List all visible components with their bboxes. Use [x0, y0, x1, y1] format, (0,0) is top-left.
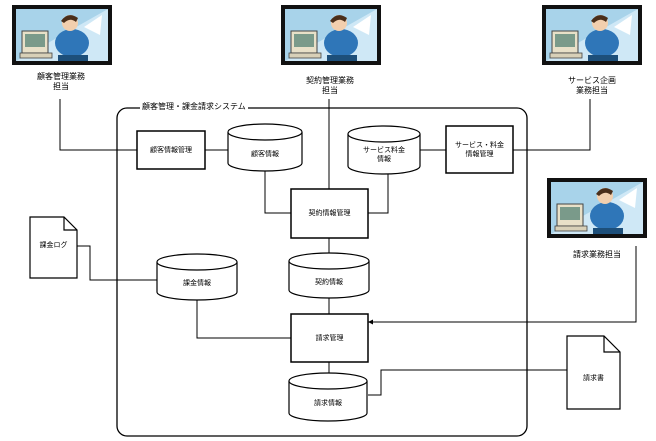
contract-actor-label: 契約管理業務 担当 — [270, 76, 390, 96]
customer-actor-label-line1: 顧客管理業務 — [37, 72, 85, 81]
service-fee-info-label: サービス料金 情報 — [363, 146, 405, 163]
customer-info-label: 顧客情報 — [251, 149, 279, 158]
service-fee-mgmt-label: サービス・料金 情報管理 — [455, 140, 504, 158]
line-billing-actor — [368, 246, 637, 323]
service-actor-label-line2: 業務担当 — [576, 86, 608, 95]
arrowhead-billing — [368, 319, 373, 325]
service-fee-datastore — [347, 125, 421, 175]
customer-actor-label: 顧客管理業務 担当 — [0, 72, 122, 92]
customer-info-mgmt-label: 顧客情報管理 — [150, 145, 192, 154]
customer-actor-icon — [12, 5, 112, 65]
billing-mgmt-box — [290, 313, 369, 363]
customer-info-datastore — [227, 123, 303, 172]
line-customer-actor — [59, 99, 137, 151]
system-boundary — [116, 107, 528, 437]
contract-info-label: 契約情報 — [315, 277, 343, 286]
customer-actor-label-line2: 担当 — [53, 82, 69, 91]
customer-info-mgmt-box — [136, 130, 206, 170]
line-service-contract — [368, 172, 389, 214]
line-charge-billing — [196, 298, 291, 339]
service-actor-label-line1: サービス企画 — [568, 76, 616, 85]
billing-mgmt-label: 請求管理 — [315, 333, 344, 342]
connector-lines — [59, 99, 637, 396]
contract-actor-label-line1: 契約管理業務 — [306, 76, 354, 85]
billing-info-datastore — [288, 372, 368, 422]
service-fee-mgmt-box — [445, 125, 514, 174]
charge-info-datastore — [156, 253, 238, 301]
contract-info-datastore — [288, 252, 370, 299]
contract-info-mgmt-box — [290, 188, 369, 239]
charge-log-document — [29, 216, 78, 279]
service-actor-icon — [542, 5, 642, 65]
contract-info-mgmt-label: 契約情報管理 — [308, 209, 351, 217]
system-title: 顧客管理・課金請求システム — [140, 102, 248, 112]
contract-actor-icon — [281, 5, 381, 65]
line-billinginfo-invoice — [368, 369, 567, 396]
service-actor-label: サービス企画 業務担当 — [532, 76, 652, 96]
contract-actor-label-line2: 担当 — [322, 86, 338, 95]
line-custinfo-contract — [264, 170, 291, 214]
line-service-actor — [513, 99, 591, 151]
charge-log-label: 課金ログ — [39, 240, 68, 249]
billing-actor-label: 請求業務担当 — [573, 250, 621, 259]
charge-info-label: 課金情報 — [183, 278, 211, 287]
invoice-label: 請求書 — [583, 373, 604, 382]
line-log-charge — [77, 245, 157, 281]
invoice-document — [566, 335, 621, 410]
billing-actor-icon — [547, 178, 647, 238]
billing-info-label: 請求情報 — [314, 398, 342, 407]
